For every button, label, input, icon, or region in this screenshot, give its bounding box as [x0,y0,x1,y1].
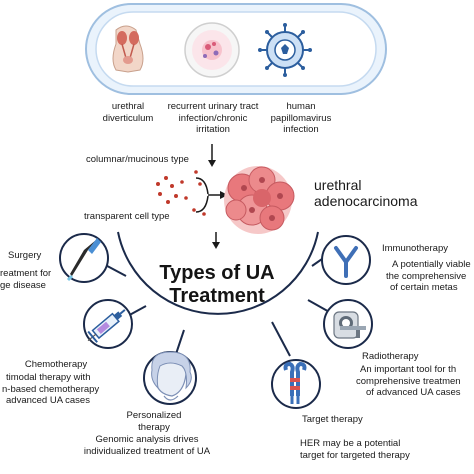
cause-text: irritation [196,124,230,135]
cause-text: papillomavirus [270,112,332,124]
personalized-desc: Genomic analysis drives individualized t… [60,434,234,457]
cause-text: recurrent urinary tract [167,101,259,112]
virus-icon [258,23,312,77]
immunotherapy-desc-line: the comprehensive [386,270,467,282]
personalized-title-line: Personalized [126,410,182,421]
chemotherapy-title: Chemotherapy [24,359,88,370]
target-desc-line: target for targeted therapy [300,449,410,461]
cause-text: diverticulum [102,112,154,124]
surgery-desc-line: reatment for [0,268,52,279]
cause-text: infection [283,124,319,135]
scalpel-icon [66,238,101,282]
immunotherapy-desc-line: of certain metas [390,282,458,293]
center-title-line: Treatment [169,285,265,307]
transparent-type-label: transparent cell type [84,211,170,222]
personalized-title: Personalized therapy [114,410,194,433]
target-desc-line: HER may be a potential [300,438,401,449]
cause-text: infection/chronic [178,112,248,124]
center-title-line: Types of UA [159,262,275,284]
flow-arrow-down [208,144,216,167]
cause-label-infection: recurrent urinary tract infection/chroni… [158,101,268,136]
chemotherapy-desc-line: n-based chemotherapy [2,383,100,395]
merge-arrow [195,177,222,213]
ct-scanner-icon [333,311,366,339]
radiotherapy-desc: An important tool for th comprehensive t… [356,364,461,399]
cause-label-diverticulum: urethral diverticulum [96,101,160,124]
tumor-label: urethral adenocarcinoma [314,177,418,209]
radiotherapy-desc-line: comprehensive treatmen [356,375,461,387]
tumor-text: urethral [314,177,362,193]
arrow-to-center [212,232,220,249]
immunotherapy-title: Immunotherapy [382,243,449,254]
tumor-cluster-icon [224,166,295,234]
radiotherapy-desc-line: of advanced UA cases [366,387,461,398]
cell-dots [156,170,206,216]
cause-text: urethral [111,101,145,112]
bacteria-petri-icon [184,22,240,78]
radiotherapy-desc-line: An important tool for th [360,364,457,375]
tumor-text: adenocarcinoma [314,193,418,209]
chemotherapy-desc: timodal therapy with n-based chemotherap… [0,372,99,407]
pelvis-anatomy-icon [112,25,144,73]
chemotherapy-desc-line: advanced UA cases [6,395,90,406]
personalized-title-line: therapy [138,421,170,433]
surgery-icon-circle [59,233,109,283]
center-arc [117,231,319,315]
cause-text: human [286,101,316,112]
immunotherapy-desc: A potentially viable the comprehensive o… [386,259,471,294]
syringe-icon [87,309,126,343]
surgery-title: Surgery [8,250,42,261]
person-head-icon [151,351,192,401]
center-title: Types of UA Treatment [152,262,282,308]
antibody-icon [334,246,358,278]
personalized-desc-line: individualized treatment of UA [83,445,211,457]
surgery-desc-line: ge disease [0,279,46,291]
target-desc: HER may be a potential target for target… [300,438,410,461]
receptor-icon [283,361,307,404]
surgery-desc: reatment for ge disease [0,268,51,291]
merge-arrow-head [220,191,228,199]
radiotherapy-title: Radiotherapy [362,351,419,362]
chemotherapy-desc-line: timodal therapy with [6,372,91,383]
target-title: Target therapy [302,414,363,425]
immunotherapy-desc-line: A potentially viable [392,259,471,270]
personalized-desc-line: Genomic analysis drives [95,434,199,445]
cause-label-hpv: human papillomavirus infection [264,101,338,136]
columnar-type-label: columnar/mucinous type [86,154,189,165]
